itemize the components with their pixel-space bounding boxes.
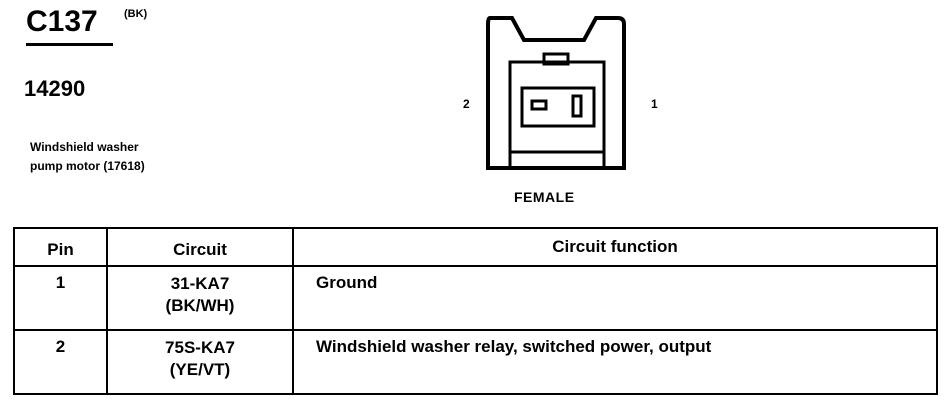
column-header-circuit: Circuit: [106, 227, 294, 267]
connector-id-underline: [26, 43, 113, 46]
part-number: 14290: [24, 76, 86, 101]
pin-2-label: 2: [463, 97, 470, 111]
connector-id: C137: [26, 5, 98, 38]
table-row: 1 31-KA7 (BK/WH) Ground: [13, 265, 938, 331]
connector-inner-body: [508, 60, 606, 154]
column-header-circuit-function: Circuit function: [292, 227, 938, 267]
pin-cell: 2: [13, 329, 108, 395]
pin-1-terminal: [571, 94, 583, 118]
description-line-1: Windshield washer: [30, 140, 139, 154]
table-header-row: Pin Circuit Circuit function: [13, 227, 938, 267]
wire-color: (BK/WH): [165, 296, 235, 315]
connector-color: (BK): [124, 8, 148, 20]
column-header-pin: Pin: [13, 227, 108, 267]
connector-housing: [486, 16, 626, 170]
description-line-2: pump motor (17618): [30, 159, 145, 173]
connector-view-label: FEMALE: [514, 189, 575, 205]
circuit-cell: 75S-KA7 (YE/VT): [106, 329, 294, 395]
circuit-number: 31-KA7: [170, 274, 230, 293]
pin-1-label: 1: [651, 97, 658, 111]
terminal-window: [520, 86, 596, 128]
pin-table: Pin Circuit Circuit function 1 31-KA7 (B…: [13, 227, 938, 395]
circuit-function-cell: Ground: [292, 265, 938, 331]
circuit-cell: 31-KA7 (BK/WH): [106, 265, 294, 331]
pin-cell: 1: [13, 265, 108, 331]
connector-face-diagram: [486, 16, 626, 170]
wire-color: (YE/VT): [169, 360, 231, 379]
circuit-number: 75S-KA7: [165, 338, 235, 357]
circuit-function-cell: Windshield washer relay, switched power,…: [292, 329, 938, 395]
table-row: 2 75S-KA7 (YE/VT) Windshield washer rela…: [13, 329, 938, 395]
pin-2-terminal: [530, 99, 548, 111]
connector-latch: [542, 52, 570, 66]
